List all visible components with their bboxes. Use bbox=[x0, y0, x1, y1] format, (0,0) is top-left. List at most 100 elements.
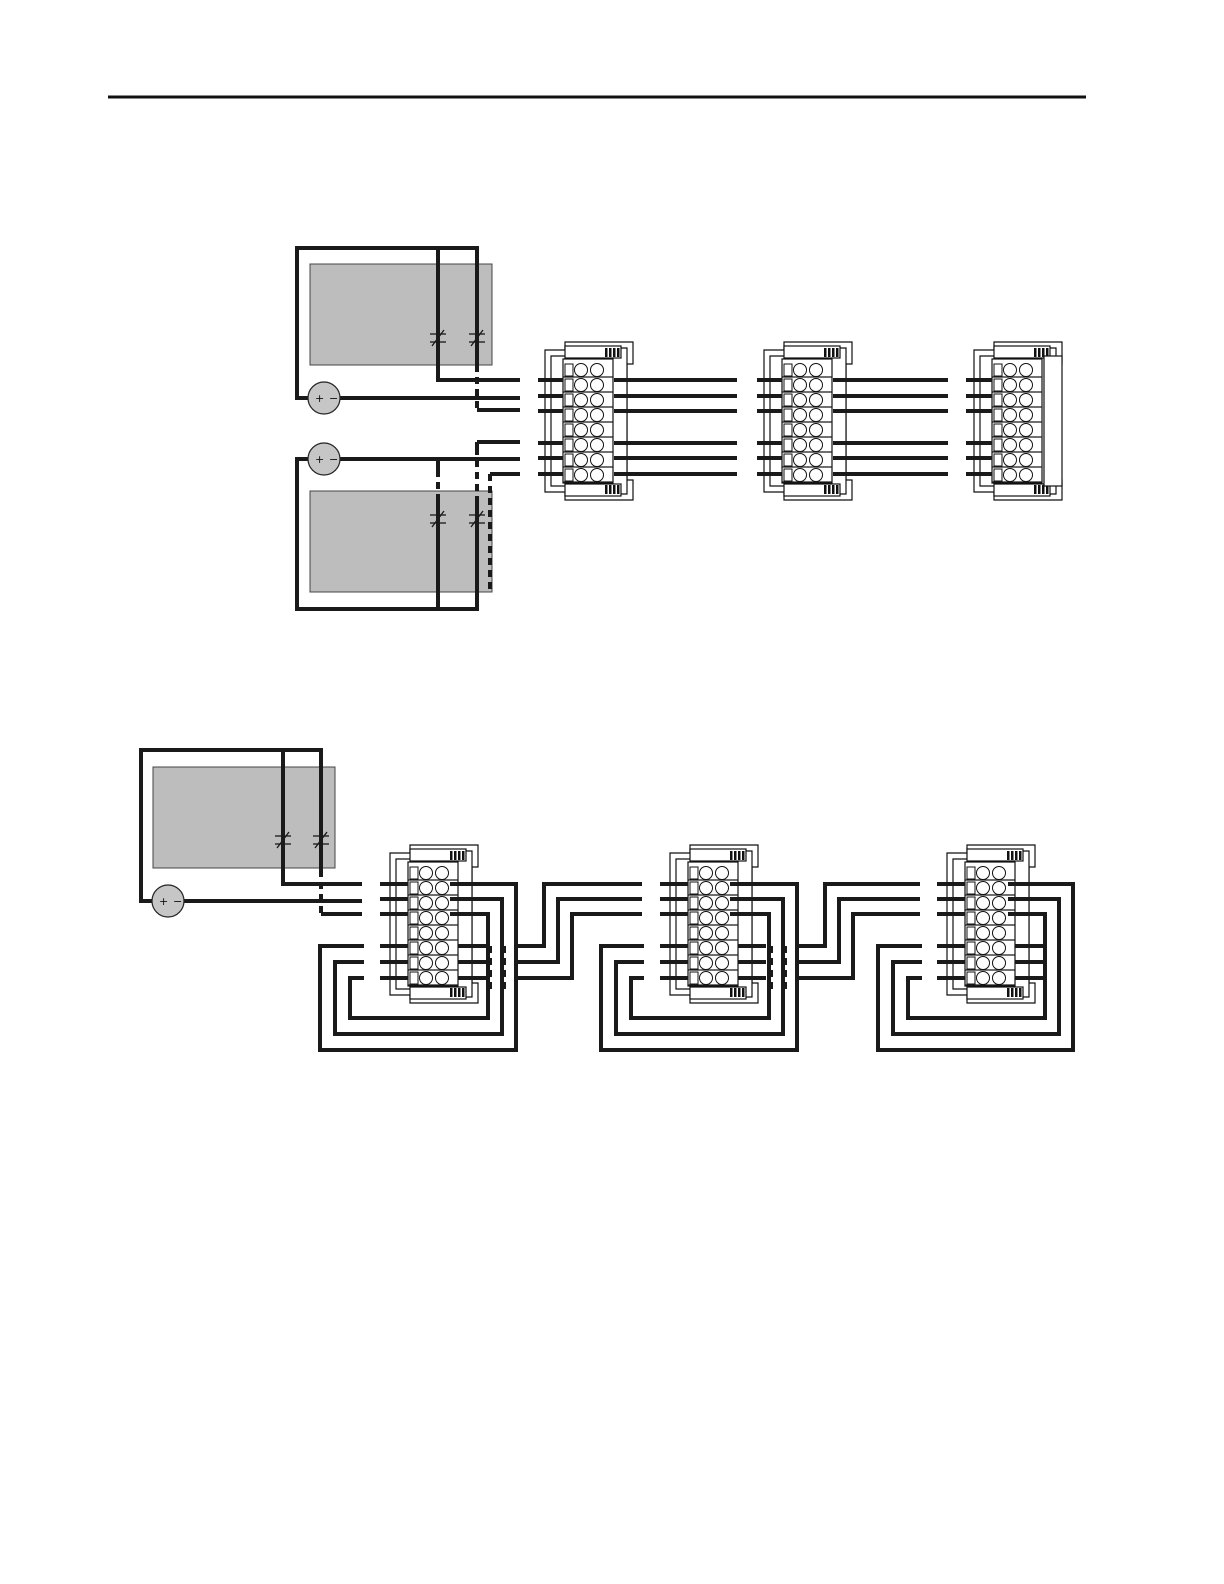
screw-terminal bbox=[977, 882, 990, 895]
connector-latch-top bbox=[565, 346, 621, 358]
screw-terminal bbox=[1020, 454, 1033, 467]
screw-terminal bbox=[977, 897, 990, 910]
wire-entry bbox=[994, 469, 1002, 481]
psu-plus-label: + bbox=[315, 392, 324, 405]
screw-terminal bbox=[794, 439, 807, 452]
screw-terminal bbox=[810, 439, 823, 452]
latch-tab bbox=[617, 485, 620, 494]
screw-terminal bbox=[575, 454, 588, 467]
wire-entry bbox=[690, 942, 698, 954]
screw-terminal bbox=[575, 469, 588, 482]
wire-entry bbox=[784, 424, 792, 436]
latch-tab bbox=[742, 851, 745, 860]
wire-entry bbox=[784, 439, 792, 451]
wire-entry bbox=[410, 897, 418, 909]
screw-terminal bbox=[420, 972, 433, 985]
wire-crossover-2 bbox=[797, 899, 920, 962]
screw-terminal bbox=[993, 972, 1006, 985]
wire-entry bbox=[410, 942, 418, 954]
screw-terminal bbox=[794, 424, 807, 437]
screw-terminal bbox=[591, 364, 604, 377]
screw-terminal bbox=[436, 867, 449, 880]
wire-entry bbox=[410, 957, 418, 969]
screw-terminal bbox=[700, 942, 713, 955]
wire-entry bbox=[784, 364, 792, 376]
connector-latch-bottom bbox=[565, 484, 621, 496]
screw-terminal bbox=[810, 409, 823, 422]
screw-terminal bbox=[810, 469, 823, 482]
screw-terminal bbox=[794, 364, 807, 377]
latch-tab bbox=[1011, 851, 1014, 860]
latch-tab bbox=[1019, 851, 1022, 860]
wire-entry bbox=[565, 424, 573, 436]
latch-tab bbox=[742, 988, 745, 997]
latch-tab bbox=[1034, 485, 1037, 494]
relay-coil-box bbox=[153, 767, 335, 868]
screw-terminal bbox=[700, 867, 713, 880]
wire-entry bbox=[690, 897, 698, 909]
latch-tab bbox=[1019, 988, 1022, 997]
screw-terminal bbox=[977, 942, 990, 955]
screw-terminal bbox=[716, 942, 729, 955]
screw-terminal bbox=[1004, 424, 1017, 437]
wire-entry bbox=[994, 439, 1002, 451]
screw-terminal bbox=[575, 379, 588, 392]
connector-latch-top bbox=[784, 346, 840, 358]
screw-terminal bbox=[436, 882, 449, 895]
latch-tab bbox=[617, 348, 620, 357]
latch-tab bbox=[832, 348, 835, 357]
wire-entry bbox=[967, 912, 975, 924]
screw-terminal bbox=[1004, 454, 1017, 467]
screw-terminal bbox=[436, 912, 449, 925]
latch-tab bbox=[462, 988, 465, 997]
latch-tab bbox=[609, 485, 612, 494]
latch-tab bbox=[613, 348, 616, 357]
screw-terminal bbox=[993, 897, 1006, 910]
screw-terminal bbox=[794, 379, 807, 392]
connector-latch-bottom bbox=[994, 484, 1050, 496]
screw-terminal bbox=[1004, 439, 1017, 452]
screw-terminal bbox=[420, 867, 433, 880]
wire-entry bbox=[784, 409, 792, 421]
connector-latch-top bbox=[690, 849, 746, 861]
screw-terminal bbox=[716, 867, 729, 880]
wire-entry bbox=[690, 957, 698, 969]
screw-terminal bbox=[420, 897, 433, 910]
screw-terminal bbox=[591, 379, 604, 392]
psu-minus-label: − bbox=[329, 453, 338, 466]
screw-terminal bbox=[977, 957, 990, 970]
psu-minus-label: − bbox=[329, 392, 338, 405]
screw-terminal bbox=[716, 957, 729, 970]
screw-terminal bbox=[1020, 409, 1033, 422]
screw-terminal bbox=[1004, 364, 1017, 377]
latch-tab bbox=[1015, 851, 1018, 860]
wire-entry bbox=[994, 394, 1002, 406]
screw-terminal bbox=[993, 912, 1006, 925]
latch-tab bbox=[828, 485, 831, 494]
wire-entry bbox=[690, 912, 698, 924]
wire-entry bbox=[565, 409, 573, 421]
latch-tab bbox=[832, 485, 835, 494]
wire-entry bbox=[410, 882, 418, 894]
latch-tab bbox=[836, 348, 839, 357]
screw-terminal bbox=[716, 912, 729, 925]
screw-terminal bbox=[810, 454, 823, 467]
wire-crossover-2 bbox=[516, 899, 642, 962]
screw-terminal bbox=[1004, 409, 1017, 422]
screw-terminal bbox=[794, 469, 807, 482]
power-supply-icon: +− bbox=[308, 382, 340, 414]
screw-terminal bbox=[993, 957, 1006, 970]
screw-terminal bbox=[993, 942, 1006, 955]
screw-terminal bbox=[993, 927, 1006, 940]
latch-tab bbox=[450, 988, 453, 997]
wire-entry bbox=[410, 972, 418, 984]
wire-entry bbox=[410, 927, 418, 939]
wire-entry bbox=[994, 424, 1002, 436]
screw-terminal bbox=[420, 957, 433, 970]
wire-entry bbox=[784, 454, 792, 466]
wire-entry bbox=[994, 454, 1002, 466]
latch-tab bbox=[454, 851, 457, 860]
latch-tab bbox=[458, 988, 461, 997]
screw-terminal bbox=[1004, 394, 1017, 407]
